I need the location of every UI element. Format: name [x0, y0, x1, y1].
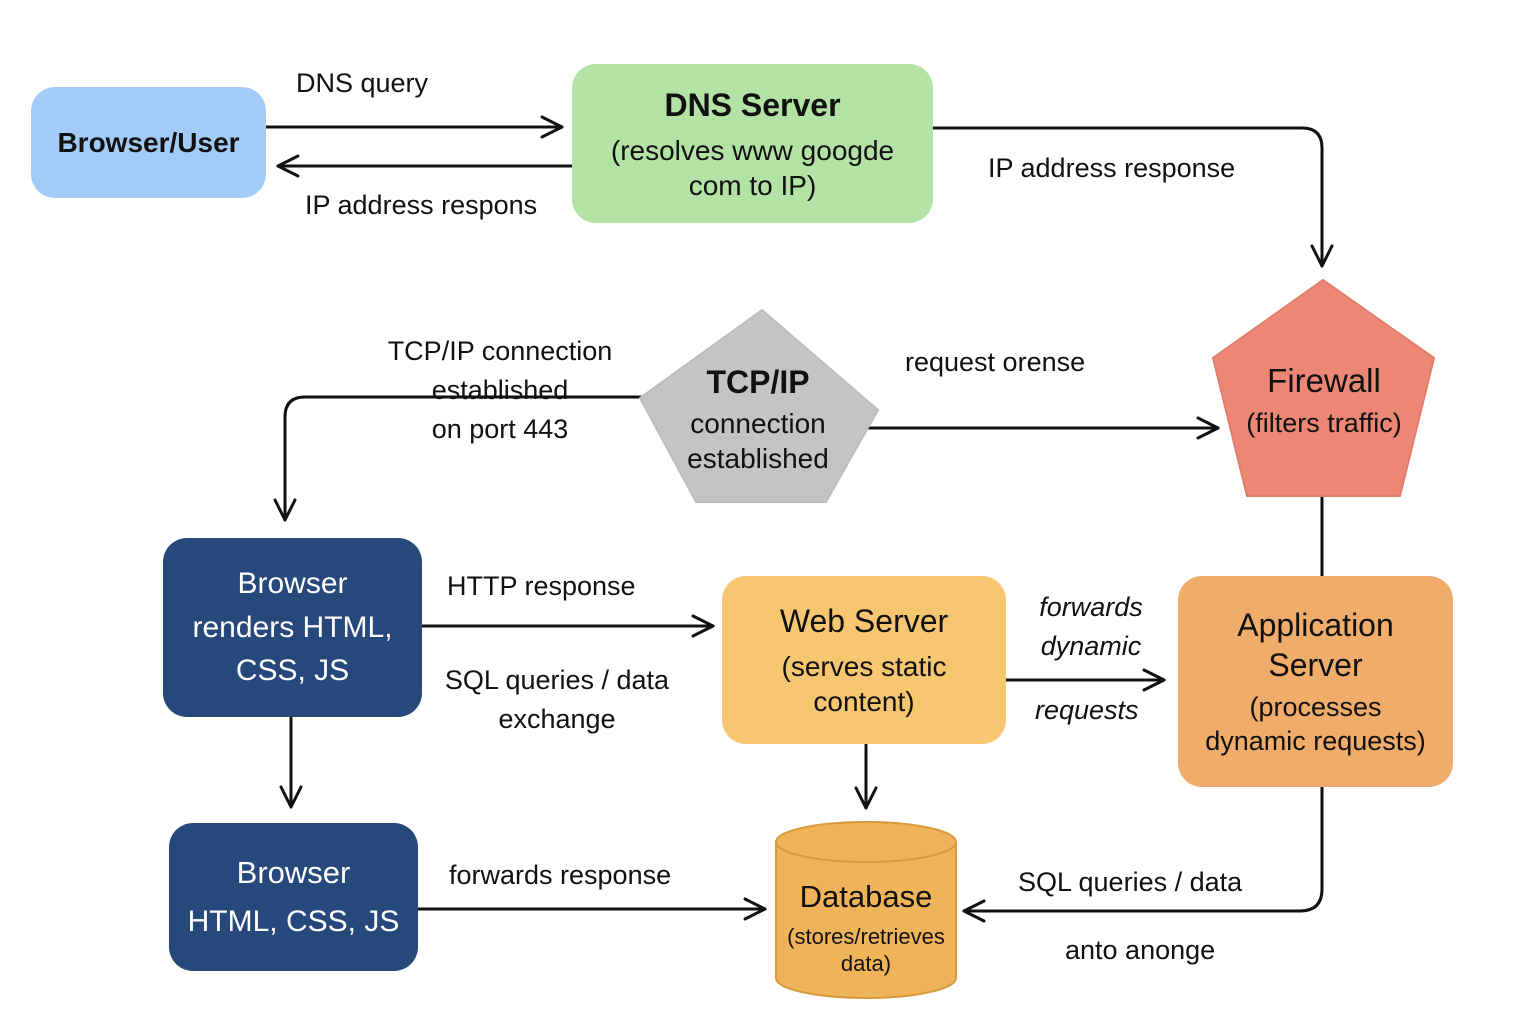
browser-renders-line-1: Browser [237, 567, 348, 601]
browser-html-line-1: Browser [236, 854, 351, 890]
database-title: Database [799, 879, 933, 914]
tcp-ip-node: TCP/IP connection established [660, 362, 856, 476]
arrow-app-server-to-database [962, 785, 1324, 923]
web-server-title: Web Server [779, 603, 949, 639]
dns-server-title: DNS Server [664, 86, 841, 123]
edge-label-http-response: HTTP response [447, 571, 636, 601]
firewall-node: Firewall (filters traffic) [1218, 360, 1430, 441]
app-server-subtitle-2: dynamic requests) [1205, 725, 1426, 756]
arrow-tcp-to-browser-renders [273, 395, 644, 522]
tcp-ip-subtitle-2: established [687, 443, 829, 474]
browser-html-node: Browser HTML, CSS, JS [169, 823, 418, 971]
edge-label-anto-anonge: anto anonge [1065, 935, 1216, 965]
browser-renders-node: Browser renders HTML, CSS, JS [163, 538, 422, 717]
arrow-dns-to-firewall [931, 126, 1334, 268]
web-server-node: Web Server (serves static content) [722, 576, 1006, 744]
dns-server-subtitle-1: (resolves www googde [610, 134, 895, 166]
browser-html-line-2: HTML, CSS, JS [187, 904, 400, 938]
edge-label-sql-exchange-line-2: exchange [498, 704, 616, 735]
app-server-title-2: Server [1268, 646, 1363, 683]
edge-label-sql-exchange-line-1: SQL queries / data [444, 665, 670, 695]
web-server-subtitle-2: content) [813, 686, 915, 717]
firewall-title: Firewall [1267, 362, 1381, 399]
edge-label-requests: requests [1035, 695, 1139, 725]
edge-label-request-orense: request orense [905, 347, 1086, 377]
database-cylinder [775, 821, 957, 999]
edge-label-forwards-line-2: dynamic [1040, 631, 1142, 662]
firewall-shape [1212, 279, 1435, 497]
tcp-ip-title: TCP/IP [706, 364, 810, 400]
dns-server-node: DNS Server (resolves www googde com to I… [572, 64, 933, 223]
web-server-subtitle-1: (serves static [781, 651, 947, 682]
database-subtitle-1: (stores/retrieves [787, 923, 945, 949]
edge-label-tcp-line-1: TCP/IP connection [387, 336, 613, 366]
database-node: Database (stores/retrieves data) [776, 878, 956, 978]
edge-label-sql-exchange: SQL queries / data exchange [430, 661, 684, 739]
edge-label-dns-query: DNS query [296, 68, 429, 98]
edge-label-sql-data: SQL queries / data [1018, 867, 1243, 897]
database-subtitle-2: data) [840, 951, 892, 977]
browser-renders-line-2: renders HTML, [192, 610, 393, 644]
browser-renders-line-3: CSS, JS [235, 654, 350, 688]
browser-user-node: Browser/User [31, 87, 266, 198]
edge-label-forwards-line-1: forwards [1039, 592, 1143, 622]
dns-server-subtitle-2: com to IP) [688, 169, 817, 201]
edge-label-forwards-response: forwards response [449, 860, 672, 890]
edge-label-ip-address-response: IP address response [988, 153, 1236, 183]
app-server-subtitle-1: (processes [1249, 691, 1382, 722]
edge-label-ip-address-respons: IP address respons [305, 190, 538, 220]
app-server-title-1: Application [1237, 606, 1394, 643]
tcp-ip-shape [639, 309, 879, 503]
tcp-ip-subtitle-1: connection [690, 408, 826, 439]
edge-label-tcp-established: TCP/IP connection established on port 44… [372, 332, 628, 449]
edge-label-tcp-line-3: on port 443 [431, 414, 569, 445]
edge-label-forwards-dynamic: forwards dynamic [1022, 588, 1160, 666]
firewall-subtitle: (filters traffic) [1246, 408, 1402, 439]
browser-user-title: Browser/User [57, 127, 240, 158]
edge-label-tcp-line-2: established [431, 375, 569, 406]
application-server-node: Application Server (processes dynamic re… [1178, 576, 1453, 787]
